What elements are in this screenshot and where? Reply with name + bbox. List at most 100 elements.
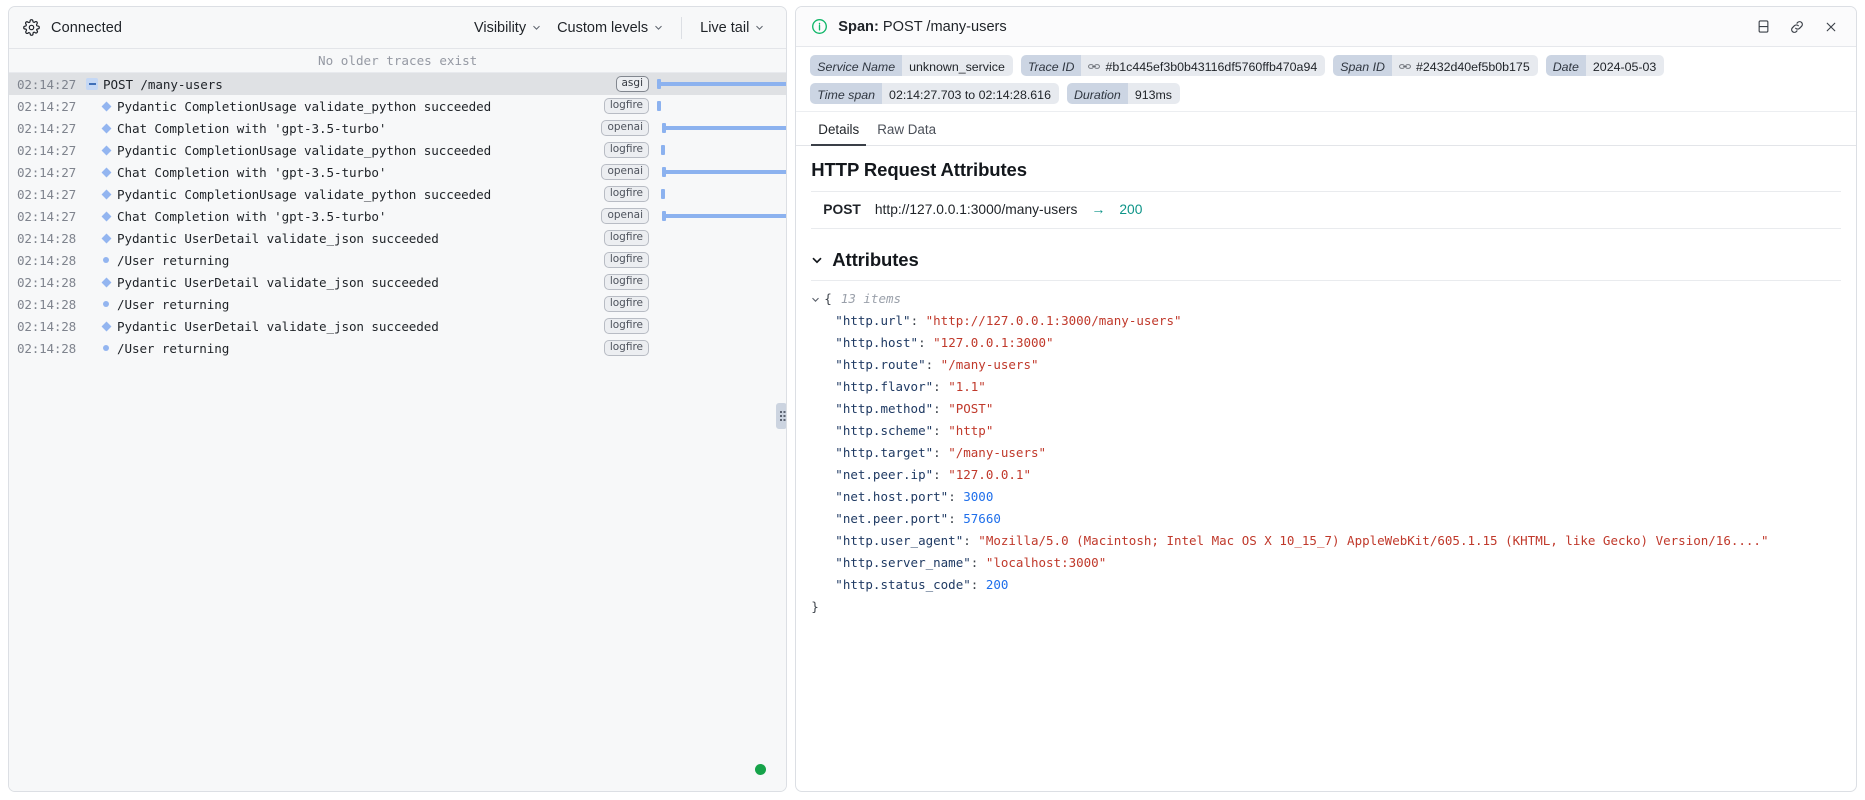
meta-chip-key: Span ID: [1333, 55, 1393, 76]
diamond-icon: [95, 167, 117, 177]
source-badge[interactable]: logfire: [603, 317, 649, 335]
meta-chip-value: 913ms: [1127, 83, 1181, 104]
source-badge[interactable]: logfire: [603, 339, 649, 357]
row-title: Chat Completion with 'gpt-3.5-turbo': [117, 120, 387, 136]
panel-layout-icon[interactable]: [1753, 17, 1773, 37]
row-source-badge-wrap: logfire: [603, 185, 649, 203]
dot-glyph: [103, 345, 109, 351]
json-line: "http.flavor": "1.1": [811, 376, 1841, 398]
visibility-dropdown[interactable]: Visibility: [466, 16, 549, 40]
timeline-bar-area: [653, 95, 786, 117]
source-badge[interactable]: logfire: [603, 141, 649, 159]
json-value: "1.1": [948, 379, 986, 394]
chevron-down-icon: [812, 257, 822, 264]
gear-icon[interactable]: [23, 19, 40, 36]
chevron-down-icon: [533, 25, 540, 30]
row-timestamp: 02:14:28: [17, 230, 77, 246]
source-badge[interactable]: openai: [601, 163, 649, 181]
diamond-icon: [95, 233, 117, 243]
tab-details[interactable]: Details: [811, 119, 867, 146]
row-timestamp: 02:14:27: [17, 98, 77, 114]
source-badge[interactable]: logfire: [603, 229, 649, 247]
attributes-toggle[interactable]: Attributes: [811, 249, 1841, 271]
json-colon: :: [963, 533, 979, 548]
source-badge[interactable]: logfire: [603, 251, 649, 269]
span-name: POST /many-users: [882, 18, 1007, 35]
link-icon[interactable]: [1088, 62, 1101, 71]
json-value: "127.0.0.1": [948, 467, 1031, 482]
row-source-badge-wrap: openai: [601, 163, 649, 181]
info-circle-icon: [812, 19, 828, 34]
json-value: "Mozilla/5.0 (Macintosh; Intel Mac OS X …: [978, 533, 1769, 548]
meta-chip-key: Time span: [810, 83, 883, 104]
source-badge[interactable]: asgi: [615, 75, 649, 93]
meta-chip-value-text: #b1c445ef3b0b43116df5760ffb470a94: [1105, 59, 1318, 74]
diamond-glyph: [101, 167, 111, 177]
source-badge[interactable]: logfire: [603, 273, 649, 291]
chevron-down-icon: [655, 25, 662, 30]
row-source-badge-wrap: logfire: [603, 229, 649, 247]
json-colon: :: [948, 489, 964, 504]
source-badge[interactable]: openai: [601, 207, 649, 225]
attributes-title: Attributes: [832, 249, 919, 270]
diamond-glyph: [101, 321, 111, 331]
timeline-bar-area: [653, 315, 786, 337]
link-icon[interactable]: [1787, 17, 1807, 37]
meta-chip-key: Trace ID: [1020, 55, 1082, 76]
json-value: "/many-users": [948, 445, 1047, 460]
panel-splitter-handle[interactable]: [776, 403, 787, 429]
row-title: Chat Completion with 'gpt-3.5-turbo': [117, 164, 387, 180]
json-close-brace: }: [811, 599, 819, 614]
timeline-bar-area: [653, 183, 786, 205]
json-key: "http.route": [835, 357, 926, 372]
live-tail-dropdown[interactable]: Live tail: [692, 16, 772, 40]
collapse-toggle-icon[interactable]: [81, 78, 103, 90]
meta-chip-value-text: 913ms: [1134, 87, 1173, 102]
row-timestamp: 02:14:28: [17, 318, 77, 334]
json-colon: :: [933, 445, 949, 460]
trace-row[interactable]: 02:14:27 Chat Completion with 'gpt-3.5-tu…: [9, 205, 787, 227]
http-url: http://127.0.0.1:3000/many-users: [874, 201, 1078, 217]
span-detail-header: Span: POST /many-users: [796, 7, 1856, 47]
json-colon: :: [918, 335, 934, 350]
diamond-icon: [95, 211, 117, 221]
json-root-toggle[interactable]: { 13 items: [811, 288, 1841, 310]
timeline-bar: [662, 214, 787, 218]
json-key: "http.target": [835, 445, 934, 460]
row-title: Chat Completion with 'gpt-3.5-turbo': [117, 208, 387, 224]
timeline-bar-area: [653, 161, 787, 183]
json-colon: :: [933, 401, 949, 416]
row-timestamp: 02:14:27: [17, 208, 77, 224]
source-badge[interactable]: logfire: [603, 97, 649, 115]
timeline-bar-area: [653, 205, 787, 227]
source-badge[interactable]: logfire: [603, 185, 649, 203]
timeline-bar-area: [653, 293, 786, 315]
custom-levels-dropdown[interactable]: Custom levels: [549, 16, 671, 40]
source-badge[interactable]: openai: [601, 119, 649, 137]
close-icon[interactable]: [1821, 17, 1841, 37]
row-source-badge-wrap: openai: [601, 119, 649, 137]
trace-toolbar: Connected Visibility Custom levels Live …: [9, 7, 787, 49]
tab-raw-data[interactable]: Raw Data: [877, 122, 937, 137]
link-icon[interactable]: [1399, 62, 1411, 71]
meta-chip-key: Duration: [1066, 83, 1128, 104]
diamond-glyph: [101, 123, 111, 133]
row-timestamp: 02:14:28: [17, 274, 77, 290]
span-title-text: Span: POST /many-users: [838, 19, 1006, 35]
dot-glyph: [103, 301, 109, 307]
source-badge[interactable]: logfire: [603, 295, 649, 313]
